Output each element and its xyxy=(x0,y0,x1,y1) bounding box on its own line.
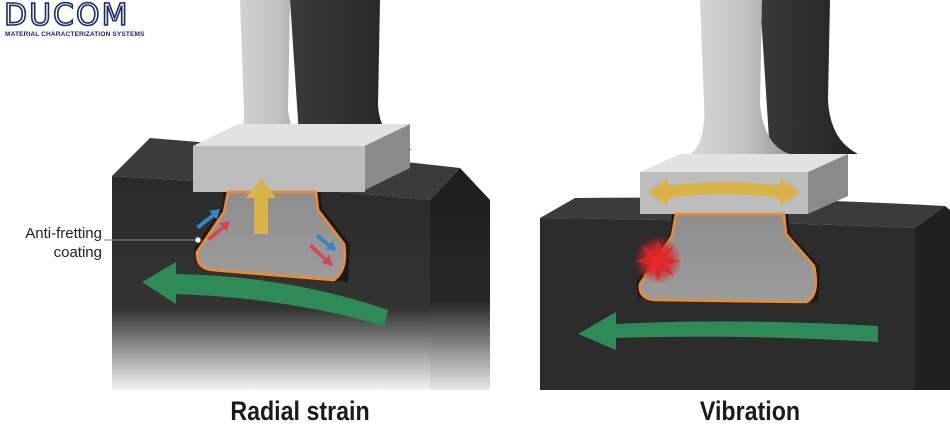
platform-front-left xyxy=(193,146,365,192)
disk-side-right xyxy=(915,206,950,390)
platform-top-left xyxy=(193,124,410,146)
platform-side-right xyxy=(808,154,848,214)
slip-arrow-red-right xyxy=(309,244,333,266)
blade-stem-right xyxy=(690,0,790,154)
logo-wordmark: DUCOM xyxy=(3,0,130,34)
dovetail-root-left xyxy=(195,190,347,282)
logo-tagline: MATERIAL CHARACTERIZATION SYSTEMS xyxy=(5,31,145,38)
dovetail-root-right xyxy=(638,212,818,304)
radial-force-arrow xyxy=(246,178,276,234)
blade-stem-back-right xyxy=(760,0,858,154)
slip-arrow-blue-right xyxy=(316,234,336,251)
callout-marker xyxy=(194,236,202,244)
wear-spark-icon xyxy=(636,240,680,282)
callout-line-1: Anti-fretting xyxy=(25,225,102,242)
rotation-arrow-right xyxy=(578,312,878,350)
ducom-logo: DUCOM MATERIAL CHARACTERIZATION SYSTEMS xyxy=(2,0,152,42)
rotation-arrow-left xyxy=(142,262,388,326)
blade-stem-left xyxy=(225,0,318,150)
disk-side-left xyxy=(430,168,490,390)
anti-fretting-coating-label: Anti-fretting coating xyxy=(8,224,102,262)
caption-vibration: Vibration xyxy=(699,396,801,426)
panel-vibration xyxy=(540,0,950,390)
blade-stem-back-left xyxy=(290,0,412,150)
slip-arrow-red-left xyxy=(207,221,230,241)
platform-top-right xyxy=(640,154,848,172)
vibration-arrow xyxy=(648,178,800,206)
panel-radial-strain xyxy=(104,0,490,390)
disk-front-right xyxy=(540,218,915,390)
caption-radial-strain: Radial strain xyxy=(230,396,370,426)
platform-side-left xyxy=(365,124,410,190)
callout-line-2: coating xyxy=(53,244,102,261)
slip-arrow-blue-left xyxy=(196,209,220,229)
